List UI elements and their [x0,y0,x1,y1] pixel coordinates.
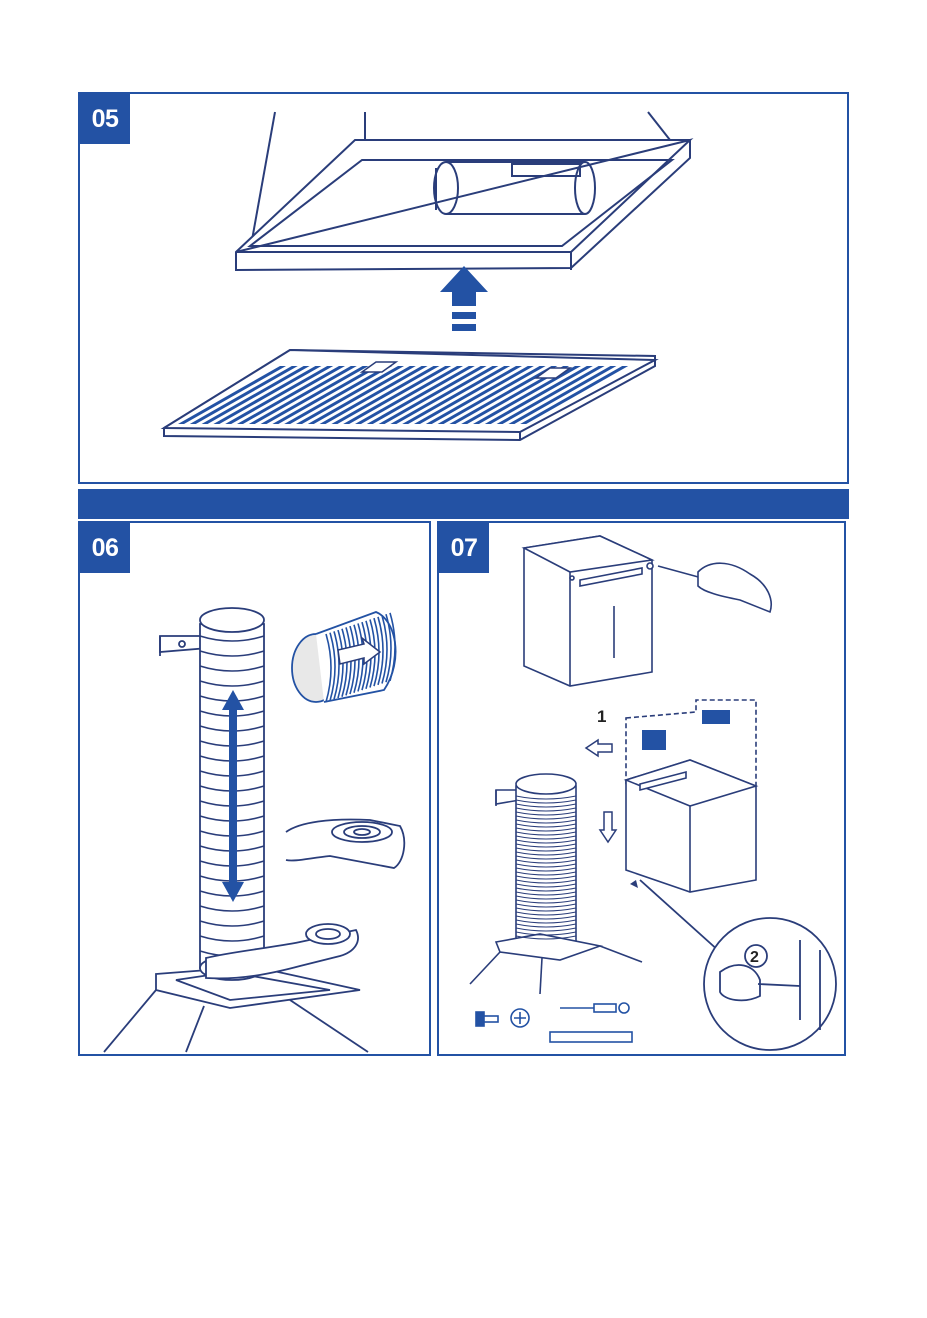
flexible-duct-illustration [160,608,264,968]
callout-2-label: 2 [750,949,759,966]
callout-2-badge: 2 [745,945,767,967]
top-chimney-illustration [524,536,653,686]
zoom-detail-circle [640,880,836,1050]
callout-1-label: 1 [597,707,606,726]
lower-chimney-illustration [626,700,756,892]
arrow-up-icon [440,266,488,331]
corner-screw-icon [630,880,638,888]
tape-roll-hand-icon [286,820,404,869]
arrow-down-icon [600,812,616,842]
range-hood-frame-illustration [236,112,690,270]
screwdriver-hand-icon [658,563,771,612]
arrow-left-icon [586,740,612,756]
screw-parts-icons [476,1003,632,1042]
